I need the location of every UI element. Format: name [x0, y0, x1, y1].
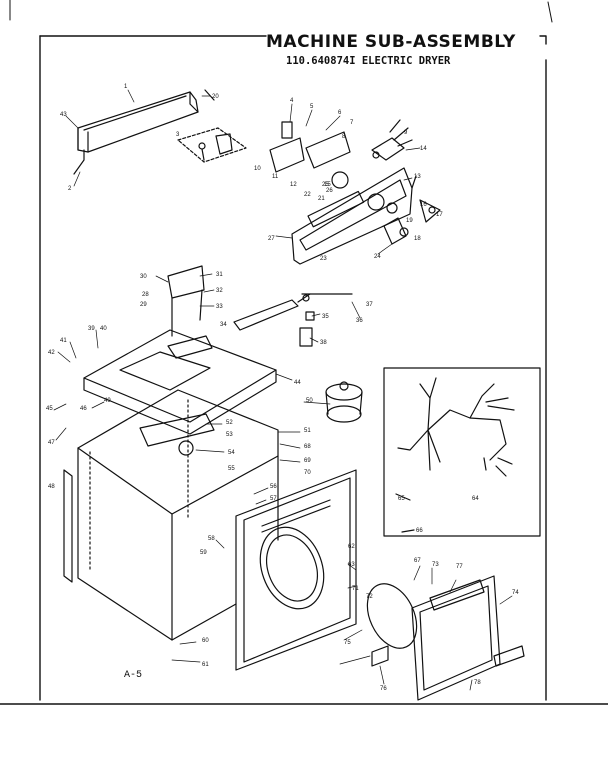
callout: 52 [226, 420, 233, 426]
callout: 62 [348, 544, 355, 550]
callout: 71 [352, 586, 359, 592]
callout: 5 [310, 104, 314, 110]
wiring-harness-inset [384, 368, 540, 536]
callout: 11 [272, 174, 279, 180]
callout: 60 [202, 638, 209, 644]
callout: 28 [142, 292, 149, 298]
callout: 9 [404, 130, 408, 136]
callout: 19 [406, 218, 413, 224]
leader-lines [54, 90, 512, 690]
callout: 56 [270, 484, 277, 490]
callout: 35 [322, 314, 329, 320]
callout: 74 [512, 590, 519, 596]
front-panel [236, 470, 356, 670]
callout: 50 [306, 398, 313, 404]
page-code: A-5 [124, 670, 143, 681]
callout: 37 [366, 302, 373, 308]
callout: 73 [432, 562, 439, 568]
cabinet-body [64, 390, 278, 640]
callout: 48 [48, 484, 55, 490]
control-panel [292, 168, 416, 264]
callout: 59 [200, 550, 207, 556]
callout: 65 [398, 496, 405, 502]
callout: 36 [356, 318, 363, 324]
callout: 30 [140, 274, 147, 280]
callout: 18 [414, 236, 421, 242]
timer-and-switches [270, 120, 440, 244]
callout: 24 [374, 254, 381, 260]
callout: 51 [304, 428, 311, 434]
callout: 40 [100, 326, 107, 332]
callout: 22 [304, 192, 311, 198]
model-subtitle: 110.640874I ELECTRIC DRYER [286, 55, 451, 67]
callout: 66 [416, 528, 423, 534]
callout: 13 [414, 174, 421, 180]
callout: 63 [348, 562, 355, 568]
callout: 57 [270, 496, 277, 502]
callout: 12 [290, 182, 297, 188]
callout: 4 [290, 98, 294, 104]
callout: 58 [208, 536, 215, 542]
callout: 3 [176, 132, 180, 138]
callout: 42 [48, 350, 55, 356]
callout: 49 [104, 398, 111, 404]
callout: 32 [216, 288, 223, 294]
callout: 2 [68, 186, 72, 192]
callout: 76 [380, 686, 387, 692]
callout: 70 [304, 470, 311, 476]
callout: 33 [216, 304, 223, 310]
callout: 7 [350, 120, 354, 126]
callout: 47 [48, 440, 55, 446]
callout: 55 [228, 466, 235, 472]
callout: 68 [304, 444, 311, 450]
callout: 77 [456, 564, 463, 570]
callout: 54 [228, 450, 235, 456]
callout: 27 [268, 236, 275, 242]
callout: 67 [414, 558, 421, 564]
callout: 39 [88, 326, 95, 332]
callout: 43 [60, 112, 67, 118]
callout-labels: 43 1 20 2 3 4 5 6 7 8 9 10 11 12 13 14 1… [46, 84, 519, 692]
callout: 15 [324, 182, 331, 188]
callout: 21 [318, 196, 325, 202]
blower-wheel [326, 382, 362, 422]
page-border [0, 0, 608, 704]
callout: 1 [124, 84, 128, 90]
diagram-title: MACHINE SUB-ASSEMBLY [266, 32, 516, 52]
console-mounting-bracket [178, 128, 246, 162]
callout: 6 [338, 110, 342, 116]
callout: 25 [322, 182, 329, 188]
callout: 10 [254, 166, 261, 172]
callout: 34 [220, 322, 227, 328]
callout: 20 [212, 94, 219, 100]
callout: 29 [140, 302, 147, 308]
callout: 38 [320, 340, 327, 346]
cabinet-top [84, 330, 276, 434]
callout: 69 [304, 458, 311, 464]
callout: 17 [436, 212, 443, 218]
callout: 72 [366, 594, 373, 600]
callout: 78 [474, 680, 481, 686]
callout: 75 [344, 640, 351, 646]
callout: 46 [80, 406, 87, 412]
callout: 45 [46, 406, 53, 412]
callout: 8 [342, 134, 346, 140]
upper-duct-assembly [168, 266, 352, 358]
callout: 61 [202, 662, 209, 668]
callout: 53 [226, 432, 233, 438]
callout: 64 [472, 496, 479, 502]
callout: 16 [420, 202, 427, 208]
callout: 41 [60, 338, 67, 344]
callout: 23 [320, 256, 327, 262]
callout: 44 [294, 380, 301, 386]
callout: 31 [216, 272, 223, 278]
callout: 26 [326, 188, 333, 194]
callout: 14 [420, 146, 427, 152]
door-assembly [358, 576, 524, 700]
console-back-panel [74, 90, 214, 174]
